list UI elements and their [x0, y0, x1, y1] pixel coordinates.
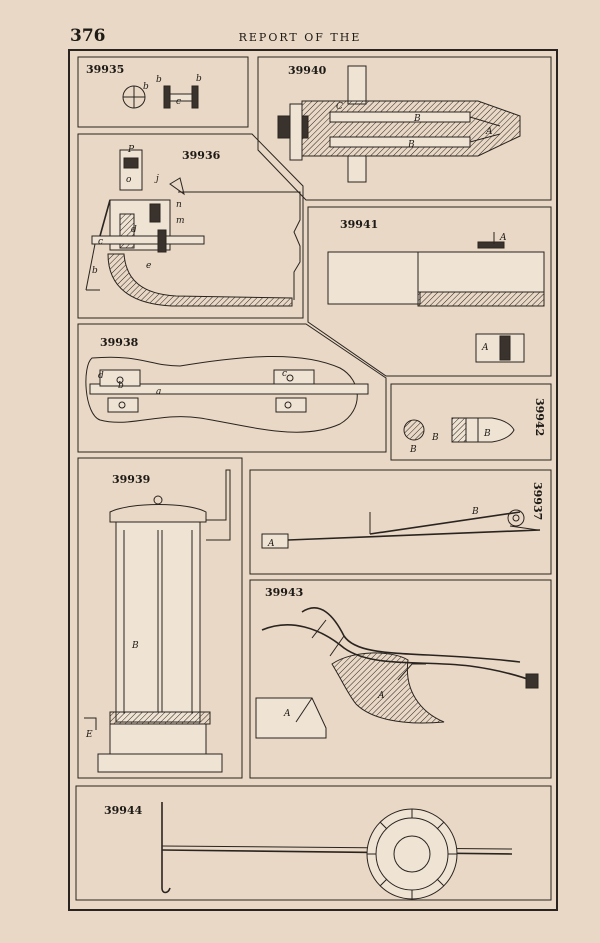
part-label: b [118, 381, 124, 391]
plate-border [68, 49, 558, 911]
bullet-drawing [403, 417, 515, 443]
figure-number: 39942 [533, 398, 546, 436]
figure-number: 39944 [104, 804, 143, 817]
part-label: A [377, 691, 385, 701]
figure-39938: 39938 d b a c [77, 323, 387, 453]
part-label: B [431, 433, 439, 443]
part-label: b [143, 82, 149, 92]
part-label: B [413, 114, 421, 124]
figure-39939: 39939 B E [77, 457, 243, 779]
figure-39944: 39944 [75, 785, 552, 901]
figure-39935: 39935 b b c b [77, 56, 249, 128]
part-label: d [98, 371, 104, 381]
figure-number: 39936 [182, 149, 221, 162]
part-label: m [176, 216, 185, 226]
figure-number: 39941 [340, 218, 378, 231]
part-label: B [131, 641, 139, 651]
part-label: A [267, 539, 275, 549]
shoe-last-drawing [85, 355, 369, 433]
part-label: B [471, 507, 479, 517]
part-label: b [196, 74, 202, 84]
button-fastener-drawing [122, 85, 199, 109]
drill-chuck-drawing [277, 65, 521, 183]
figure-number: 39937 [531, 482, 544, 520]
figure-39940: 39940 C B B A [257, 56, 552, 201]
part-label: B [409, 445, 417, 455]
figure-number: 39943 [265, 586, 303, 599]
part-label: e [146, 261, 151, 271]
part-label: P [127, 145, 135, 155]
part-label: a [156, 387, 161, 397]
part-label: j [154, 174, 159, 184]
figure-number: 39938 [100, 336, 139, 349]
part-label: b [92, 266, 98, 276]
part-label: c [176, 97, 181, 107]
figure-number: 39940 [288, 64, 327, 77]
part-label: b [156, 75, 162, 85]
figure-39941: 39941 A A [307, 206, 552, 377]
part-label: A [481, 343, 489, 353]
page-number: 376 [70, 26, 106, 46]
figure-39943: 39943 A A [249, 579, 552, 779]
part-label: A [485, 127, 493, 137]
running-title: REPORT OF THE [238, 31, 362, 44]
part-label: E [85, 730, 93, 740]
part-label: d [131, 225, 137, 235]
part-label: c [282, 369, 287, 379]
part-label: B [407, 140, 415, 150]
part-label: B [483, 429, 491, 439]
part-label: c [98, 237, 103, 247]
dial-ticks [367, 809, 457, 899]
plow-drawing [255, 607, 539, 739]
part-label: A [283, 709, 291, 719]
indicator-rod-drawing [161, 802, 513, 900]
machine-head-drawing [85, 149, 301, 307]
figure-number: 39939 [112, 473, 150, 486]
figure-39942: 39942 B B B [390, 383, 552, 461]
figure-number: 39935 [86, 63, 124, 76]
still-apparatus-drawing [84, 469, 231, 773]
part-label: n [176, 200, 182, 210]
figure-39936: 39936 P o j n m d c e b [77, 133, 304, 319]
part-label: C [336, 102, 343, 112]
bar-fixture-drawing [327, 232, 545, 363]
lever-tool-drawing [261, 509, 541, 549]
part-label: A [499, 233, 507, 243]
figure-39937: 39937 B A [249, 469, 552, 575]
part-label: o [126, 175, 132, 185]
